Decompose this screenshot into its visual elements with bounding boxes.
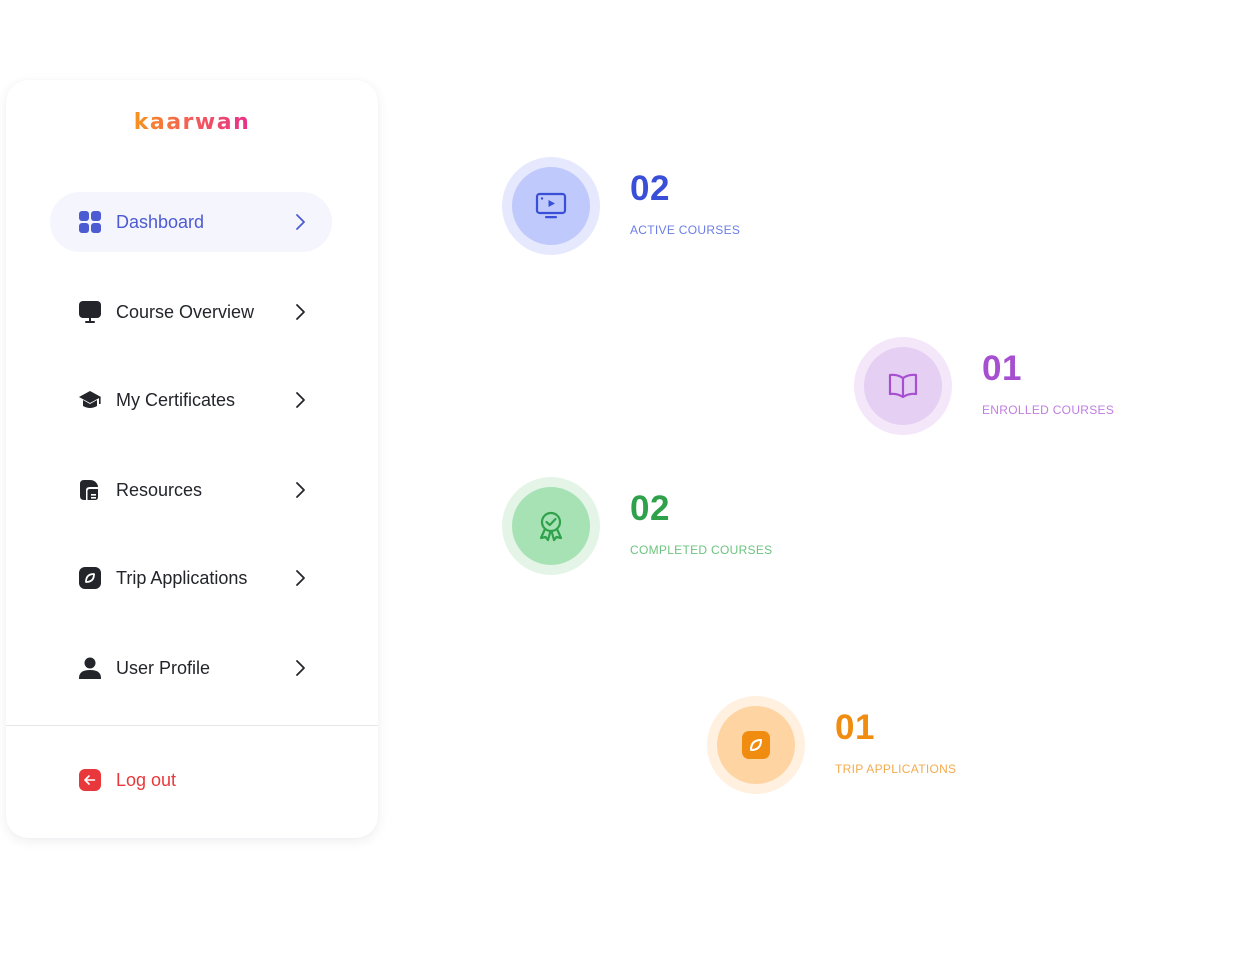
logout-icon: [79, 769, 101, 791]
sidebar-item-label: Course Overview: [116, 302, 255, 322]
sidebar-item-user-profile[interactable]: User Profile: [50, 638, 332, 698]
award-ribbon-icon: [539, 511, 563, 542]
chevron-right-icon: [296, 660, 305, 676]
logo-text: kaarwan: [133, 110, 251, 135]
stat-active-courses[interactable]: 02 ACTIVE COURSES: [502, 157, 842, 257]
sidebar-item-trip-applications[interactable]: Trip Applications: [50, 548, 332, 608]
kaarwan-logo[interactable]: kaarwan: [6, 110, 378, 135]
stat-icon-ring: [502, 477, 600, 575]
stat-label: ACTIVE COURSES: [630, 223, 741, 237]
sidebar-item-label: Trip Applications: [116, 568, 248, 588]
sidebar-divider: [6, 725, 378, 726]
chevron-right-icon: [296, 482, 305, 498]
chevron-right-icon: [296, 570, 305, 586]
open-book-icon: [888, 373, 918, 399]
stat-trip-applications[interactable]: 01 TRIP APPLICATIONS: [707, 696, 1047, 796]
sidebar-item-course-overview[interactable]: Course Overview: [50, 282, 332, 342]
logout-button[interactable]: Log out: [50, 750, 250, 810]
sidebar-item-my-certificates[interactable]: My Certificates: [50, 370, 332, 430]
sidebar-item-label: Dashboard: [116, 212, 205, 232]
stat-label: ENROLLED COURSES: [982, 403, 1115, 417]
stat-completed-courses[interactable]: 02 COMPLETED COURSES: [502, 477, 842, 577]
graduation-cap-icon: [79, 391, 101, 408]
stat-icon-ring: [707, 696, 805, 794]
user-icon: [79, 657, 101, 679]
stat-icon-ring: [502, 157, 600, 255]
stat-label: TRIP APPLICATIONS: [835, 762, 957, 776]
sidebar-item-dashboard[interactable]: Dashboard: [50, 192, 332, 252]
chevron-right-icon: [296, 214, 305, 230]
sidebar-item-resources[interactable]: Resources: [50, 460, 332, 520]
grid-icon: [79, 211, 101, 233]
video-screen-icon: [535, 192, 567, 219]
sidebar-item-label: Resources: [116, 480, 203, 500]
stat-label: COMPLETED COURSES: [630, 543, 773, 557]
sidebar-item-label: My Certificates: [116, 390, 236, 410]
stat-value: 02: [630, 169, 670, 208]
folder-icon: [80, 480, 98, 500]
compass-icon: [742, 731, 770, 759]
stat-icon-ring: [854, 337, 952, 435]
stat-value: 02: [630, 489, 670, 528]
stat-value: 01: [982, 349, 1022, 388]
chevron-right-icon: [296, 392, 305, 408]
monitor-icon: [79, 301, 101, 323]
logout-label: Log out: [116, 770, 177, 790]
compass-icon: [79, 567, 101, 589]
sidebar-item-label: User Profile: [116, 658, 211, 678]
chevron-right-icon: [296, 304, 305, 320]
sidebar: kaarwan Dashboard Course Overview: [6, 80, 378, 838]
stat-enrolled-courses[interactable]: 01 ENROLLED COURSES: [854, 337, 1194, 437]
stat-value: 01: [835, 708, 875, 747]
